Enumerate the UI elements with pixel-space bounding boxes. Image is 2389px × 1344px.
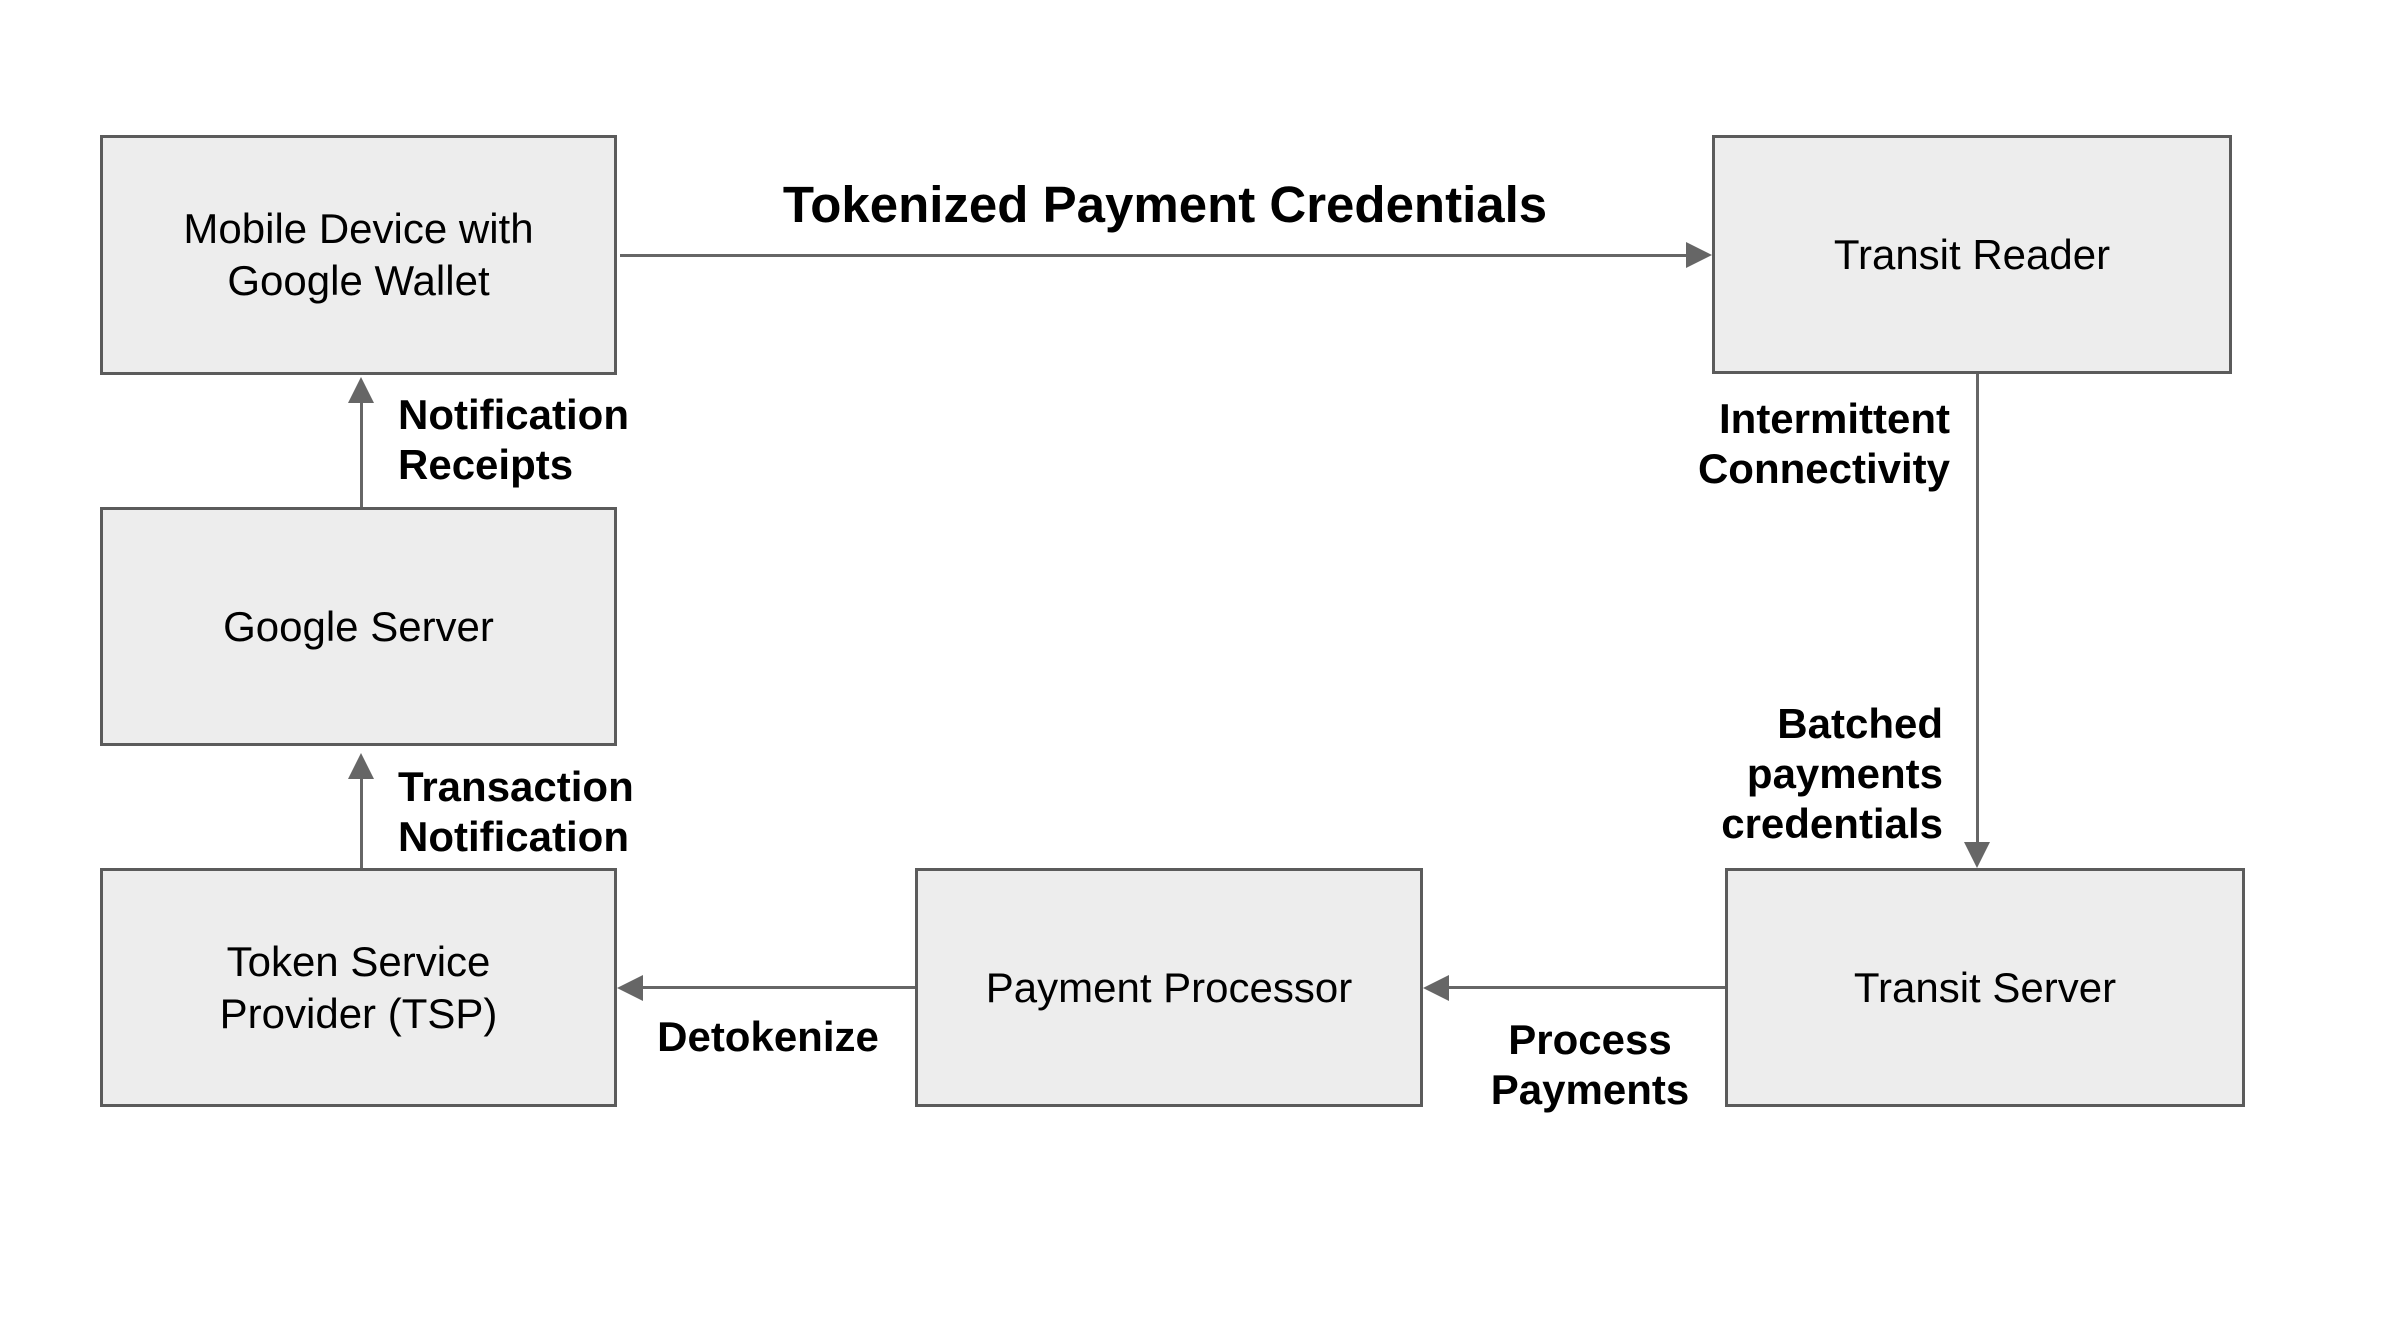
edge-label-notification-receipts: Notification Receipts bbox=[398, 391, 629, 488]
edge-tokenized-line bbox=[620, 254, 1688, 257]
node-transit-server: Transit Server bbox=[1725, 868, 2245, 1107]
edge-label-detokenize: Detokenize bbox=[657, 1013, 879, 1060]
edge-transaction-notification-line bbox=[360, 777, 363, 868]
node-payment-processor: Payment Processor bbox=[915, 868, 1423, 1107]
edge-notification-receipts-arrowhead-up-icon bbox=[348, 377, 374, 403]
edge-label-tokenized-payment-credentials: Tokenized Payment Credentials bbox=[782, 176, 1548, 233]
edge-tokenized-arrowhead-right-icon bbox=[1686, 242, 1712, 268]
edge-process-payments-arrowhead-left-icon bbox=[1423, 975, 1449, 1001]
edge-label-batched-payments-credentials: Batched payments credentials bbox=[1721, 700, 1943, 847]
node-token-service-provider: Token Service Provider (TSP) bbox=[100, 868, 617, 1107]
edge-label-process-payments: Process Payments bbox=[1490, 1016, 1690, 1113]
edge-reader-to-server-line bbox=[1976, 374, 1979, 844]
edge-process-payments-line bbox=[1447, 986, 1725, 989]
node-transit-reader: Transit Reader bbox=[1712, 135, 2232, 374]
edge-transaction-notification-arrowhead-up-icon bbox=[348, 753, 374, 779]
node-mobile-device-google-wallet: Mobile Device with Google Wallet bbox=[100, 135, 617, 375]
edge-label-transaction-notification: Transaction Notification bbox=[398, 763, 634, 860]
edge-detokenize-line bbox=[641, 986, 915, 989]
edge-reader-to-server-arrowhead-down-icon bbox=[1964, 842, 1990, 868]
edge-detokenize-arrowhead-left-icon bbox=[617, 975, 643, 1001]
edge-label-intermittent-connectivity: Intermittent Connectivity bbox=[1697, 395, 1950, 492]
edge-notification-receipts-line bbox=[360, 400, 363, 507]
node-google-server: Google Server bbox=[100, 507, 617, 746]
